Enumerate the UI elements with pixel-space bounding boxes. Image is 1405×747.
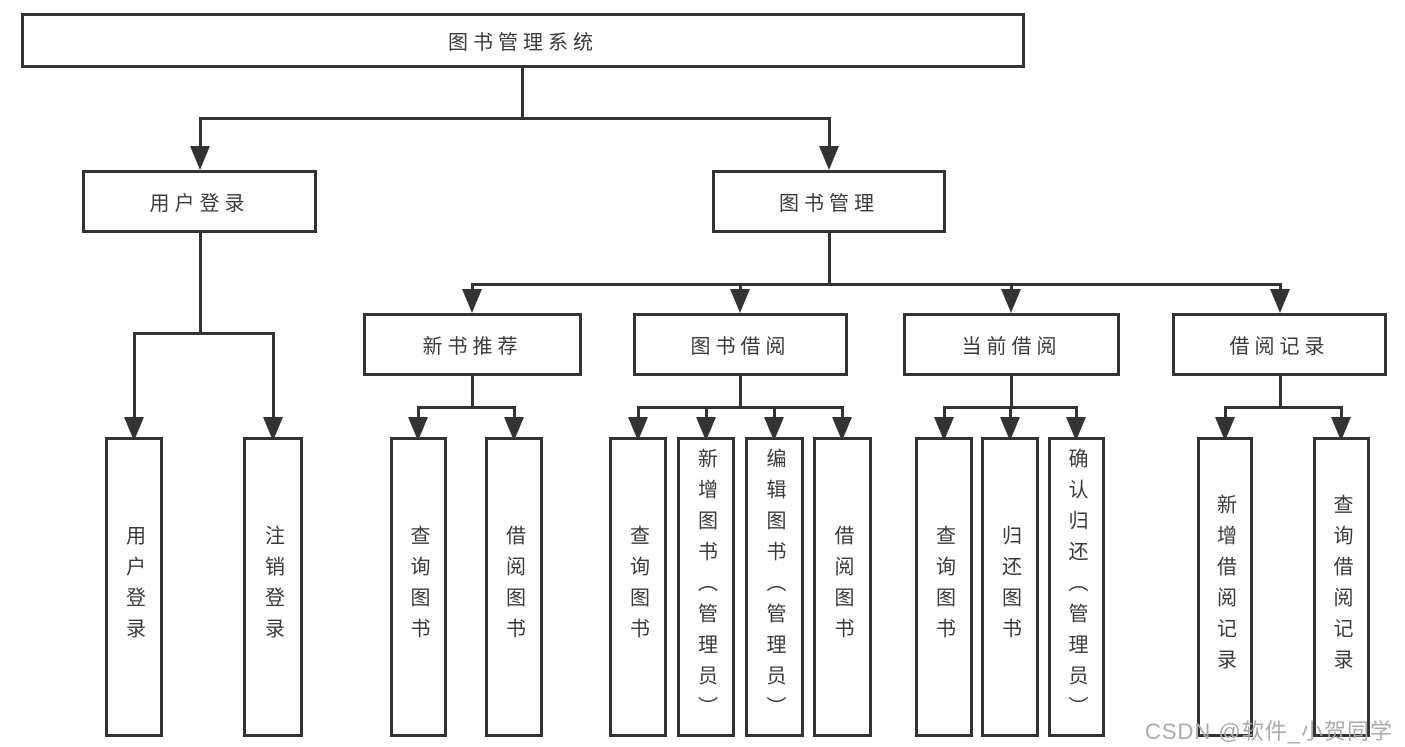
arrow-head-icon <box>934 417 954 441</box>
connector-line <box>199 233 202 333</box>
connector-line <box>417 406 420 419</box>
connector-line <box>513 406 516 419</box>
connector-line <box>1009 406 1012 419</box>
connector-line <box>471 283 1281 286</box>
arrow-head-icon <box>628 417 648 441</box>
arrow-head-icon <box>408 417 428 441</box>
connector-line <box>739 283 742 293</box>
arrow-head-icon <box>832 417 852 441</box>
node-cb-return-books: 归还图书 <box>981 437 1039 737</box>
node-bb-query-books: 查询图书 <box>609 437 667 737</box>
connector-line <box>1279 376 1282 407</box>
connector-line <box>133 332 274 335</box>
connector-line <box>521 68 524 118</box>
connector-line <box>1224 406 1342 409</box>
node-br-add-borrow-record: 新增借阅记录 <box>1197 437 1253 737</box>
connector-line <box>637 406 640 419</box>
node-br-query-borrow-record: 查询借阅记录 <box>1313 437 1370 737</box>
connector-line <box>828 233 831 284</box>
connector-line <box>471 376 474 407</box>
connector-line <box>705 406 708 419</box>
node-cb-confirm-return-admin: 确认归还（管理员） <box>1048 437 1105 737</box>
node-user-login-leaf: 用户登录 <box>105 437 163 737</box>
arrow-head-icon <box>124 417 144 441</box>
node-book-borrowing: 图书借阅 <box>633 313 848 376</box>
arrow-head-icon <box>1270 289 1290 313</box>
node-new-book-recommendation: 新书推荐 <box>363 313 582 376</box>
node-nb-borrow-books: 借阅图书 <box>485 437 543 737</box>
connector-line <box>417 406 515 409</box>
csdn-watermark: CSDN @软件_小贺同学 <box>1144 719 1393 744</box>
arrow-head-icon <box>1215 417 1235 441</box>
connector-line <box>637 406 843 409</box>
arrow-head-icon <box>190 146 210 170</box>
node-book-management: 图书管理 <box>712 170 946 233</box>
connector-line <box>841 406 844 419</box>
node-user-login: 用户登录 <box>82 170 317 233</box>
connector-line <box>1279 283 1282 293</box>
arrow-head-icon <box>1001 289 1021 313</box>
arrow-head-icon <box>819 146 839 170</box>
node-cb-query-books: 查询图书 <box>915 437 973 737</box>
node-library-management-system: 图书管理系统 <box>21 13 1025 68</box>
connector-line <box>471 283 474 293</box>
connector-line <box>1010 376 1013 407</box>
node-bb-add-book-admin: 新增图书（管理员） <box>677 437 735 737</box>
connector-line <box>828 117 831 147</box>
connector-line <box>739 376 742 407</box>
arrow-head-icon <box>263 417 283 441</box>
connector-line <box>943 406 946 419</box>
connector-line <box>199 117 202 147</box>
connector-line <box>1010 283 1013 293</box>
arrow-head-icon <box>462 289 482 313</box>
node-borrowing-records: 借阅记录 <box>1172 313 1387 376</box>
node-nb-query-books: 查询图书 <box>390 437 447 737</box>
arrow-head-icon <box>1000 417 1020 441</box>
connector-line <box>1340 406 1343 419</box>
connector-line <box>272 332 275 419</box>
connector-line <box>133 332 136 419</box>
arrow-head-icon <box>696 417 716 441</box>
node-bb-borrow-books: 借阅图书 <box>813 437 872 737</box>
arrow-head-icon <box>504 417 524 441</box>
connector-line <box>773 406 776 419</box>
node-bb-edit-book-admin: 编辑图书（管理员） <box>745 437 804 737</box>
node-current-borrowing: 当前借阅 <box>903 313 1120 376</box>
arrow-head-icon <box>730 289 750 313</box>
arrow-head-icon <box>1331 417 1351 441</box>
arrow-head-icon <box>1066 417 1086 441</box>
node-logout: 注销登录 <box>243 437 303 737</box>
arrow-head-icon <box>764 417 784 441</box>
connector-line <box>1224 406 1227 419</box>
connector-line <box>199 117 831 120</box>
connector-line <box>1075 406 1078 419</box>
